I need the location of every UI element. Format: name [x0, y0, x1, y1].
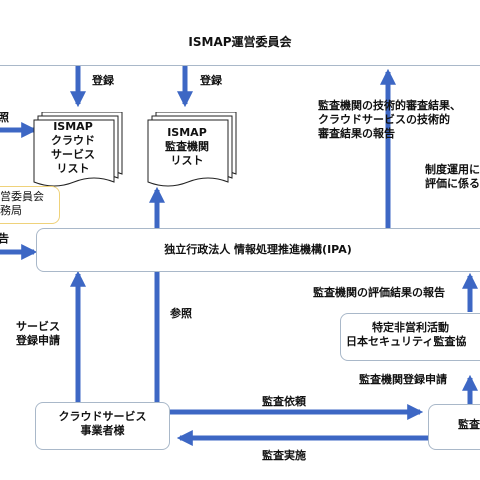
- register-label-2: 登録: [200, 74, 222, 87]
- auditor-eval-report-label: 監査機関の評価結果の報告: [313, 286, 445, 299]
- service-apply-line-1: サービス: [16, 320, 60, 333]
- cloud-provider-box: [35, 402, 170, 450]
- tech-review-line-3: 審査結果の報告: [318, 127, 395, 140]
- ipa-box: [36, 228, 480, 272]
- committee-box: [0, 0, 480, 66]
- secretariat-line-2: 務局: [0, 204, 22, 217]
- register-label-1: 登録: [92, 74, 114, 87]
- tech-review-line-1: 監査機関の技術的審査結果、: [318, 99, 461, 112]
- auditor-list-line-3: リスト: [170, 154, 204, 167]
- audit-execution-label: 監査実施: [262, 449, 306, 462]
- auditor-list-line-2: 監査機関: [165, 140, 209, 153]
- system-op-line-2: 評価に係る: [425, 177, 480, 190]
- ipa-title: 独立行政法人 情報処理推進機構(IPA): [164, 243, 352, 256]
- npo-box: [340, 313, 480, 361]
- left-report-label: 告: [0, 232, 9, 245]
- auditor-label: 監査: [458, 418, 480, 431]
- audit-request-label: 監査依頼: [262, 395, 306, 408]
- cloud-list-line-2: クラウド: [51, 134, 95, 147]
- cloud-list-line-1: ISMAP: [53, 120, 93, 133]
- auditor-list-line-1: ISMAP: [167, 126, 207, 139]
- auditor-reg-apply-label: 監査機関登録申請: [359, 373, 447, 386]
- tech-review-line-2: クラウドサービスの技術的: [318, 113, 450, 126]
- auditor-box: [428, 404, 480, 450]
- cloud-list-line-4: リスト: [56, 162, 90, 175]
- cloud-service-list-doc: ISMAP クラウド サービス リスト: [32, 112, 124, 190]
- left-ref-label: 照: [0, 111, 9, 124]
- committee-title: ISMAP運営委員会: [188, 35, 292, 49]
- secretariat-line-1: 営委員会: [0, 190, 44, 203]
- npo-line-2: 日本セキュリティ監査協: [346, 335, 467, 348]
- system-op-line-1: 制度運用に: [425, 163, 480, 176]
- npo-line-1: 特定非営利活動: [372, 321, 449, 334]
- cloud-provider-line-2: 事業者様: [80, 424, 125, 437]
- auditor-list-doc: ISMAP 監査機関 リスト: [146, 112, 238, 190]
- cloud-list-line-3: サービス: [51, 148, 95, 161]
- secretariat-box: [0, 186, 60, 224]
- reference-label: 参照: [170, 307, 192, 320]
- cloud-provider-line-1: クラウドサービス: [58, 410, 147, 423]
- service-apply-line-2: 登録申請: [16, 334, 60, 347]
